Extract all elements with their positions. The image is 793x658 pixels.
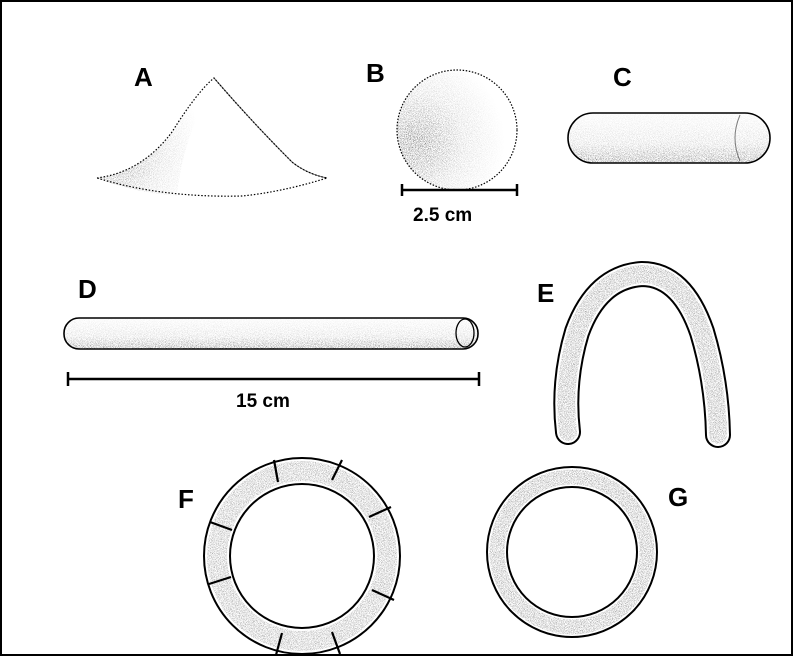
scale-bar-large (68, 372, 479, 386)
label-g: G (668, 482, 688, 512)
shape-g-ring (497, 477, 647, 627)
shape-f-segmented-ring (209, 460, 394, 655)
label-c: C (613, 62, 632, 92)
scale-label-small: 2.5 cm (413, 205, 472, 226)
label-e: E (537, 278, 554, 308)
label-f: F (178, 484, 194, 514)
shape-a-cone (97, 78, 327, 196)
shape-d-long-rod (64, 318, 478, 349)
label-a: A (134, 62, 153, 92)
label-d: D (78, 274, 97, 304)
label-b: B (366, 58, 385, 88)
shape-e-arch (566, 274, 718, 435)
shape-b-sphere (397, 70, 517, 190)
shape-c-short-cylinder (568, 113, 770, 163)
scale-label-large: 15 cm (236, 391, 290, 412)
